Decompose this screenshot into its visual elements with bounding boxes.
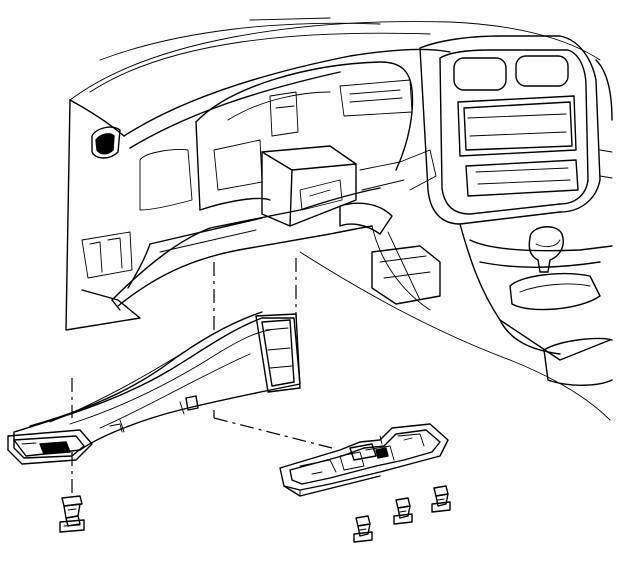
duct-push-pin-right-1 bbox=[353, 515, 373, 543]
instrument-panel bbox=[65, 17, 613, 421]
left-floor-air-duct bbox=[7, 311, 301, 465]
duct-push-pin-right-3 bbox=[431, 485, 451, 513]
duct-push-pin-left bbox=[59, 495, 85, 533]
leader-lines bbox=[71, 258, 333, 494]
right-floor-air-duct bbox=[279, 423, 449, 497]
duct-push-pin-right-2 bbox=[393, 497, 413, 525]
